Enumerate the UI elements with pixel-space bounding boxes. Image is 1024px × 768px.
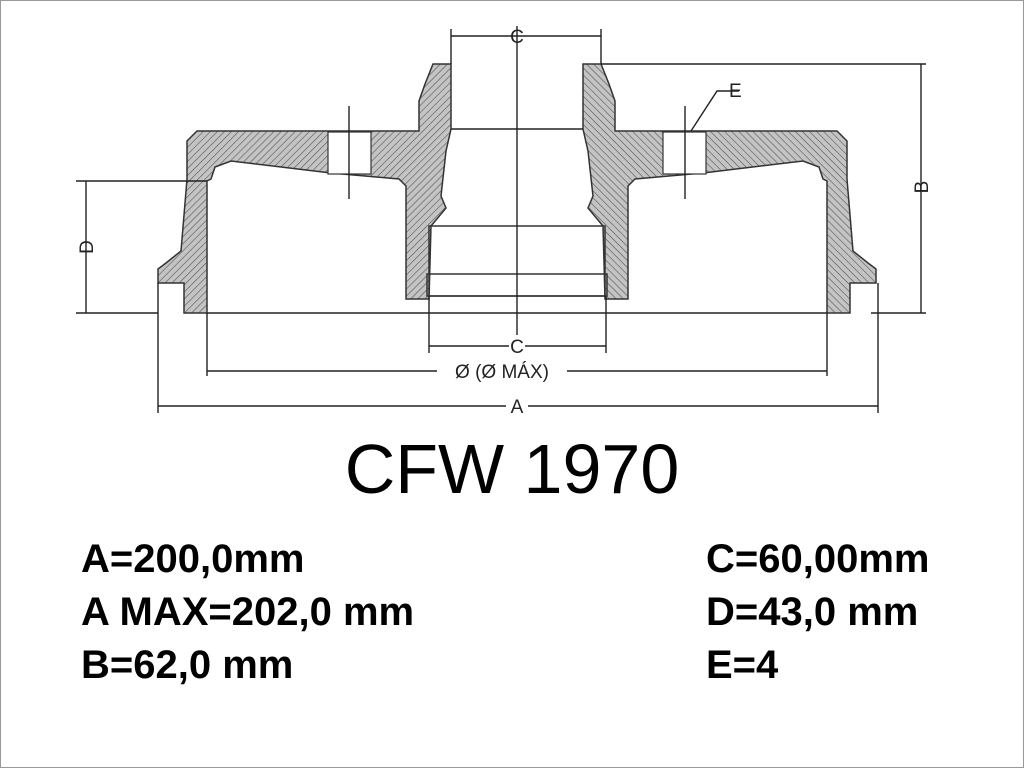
label-e: E: [729, 81, 742, 102]
part-number-title: CFW 1970: [344, 430, 680, 508]
drum-section-left: [157, 63, 452, 314]
spec-e: E=4: [706, 643, 779, 687]
brake-drum-cross-section: C B D E C Ø (Ø MÁX) A: [76, 26, 933, 418]
spec-a: A=200,0mm: [81, 537, 305, 581]
spec-a-max: A MAX=202,0 mm: [81, 590, 415, 634]
label-c-bottom: C: [510, 337, 524, 358]
label-d: D: [77, 240, 98, 254]
spec-c: C=60,00mm: [706, 537, 930, 581]
label-diameter: Ø (Ø MÁX): [455, 362, 549, 383]
leader-e: [690, 90, 739, 132]
label-b: B: [912, 181, 933, 194]
label-c-top: C: [510, 27, 524, 48]
label-a: A: [511, 397, 524, 418]
specs-left: A=200,0mm A MAX=202,0 mm B=62,0 mm: [81, 533, 414, 692]
spec-d: D=43,0 mm: [706, 590, 919, 634]
spec-b: B=62,0 mm: [81, 643, 294, 687]
specs-right: C=60,00mm D=43,0 mm E=4: [706, 533, 929, 692]
